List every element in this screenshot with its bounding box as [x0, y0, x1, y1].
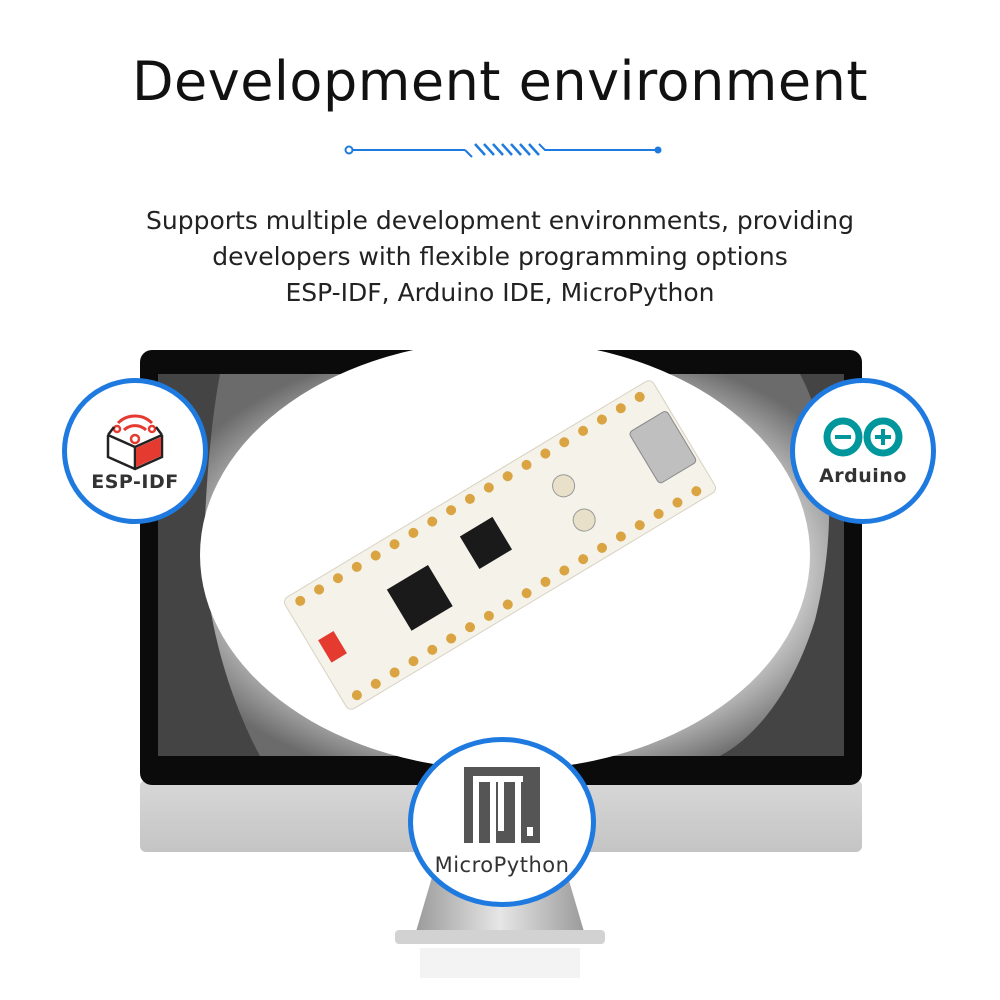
- badge-label: ESP-IDF: [91, 471, 179, 493]
- esp-idf-box-wifi-icon: [106, 414, 164, 471]
- badge-micropython: MicroPython: [408, 737, 596, 907]
- boot-button: [552, 474, 576, 498]
- subtitle-line: ESP-IDF, Arduino IDE, MicroPython: [285, 278, 715, 307]
- badge-label: Arduino: [819, 465, 907, 487]
- subtitle: Supports multiple development environmen…: [0, 203, 1000, 311]
- page-title: Development environment: [131, 50, 869, 113]
- arduino-infinity-icon: [823, 417, 903, 457]
- badge-label: MicroPython: [434, 853, 570, 877]
- badge-esp-idf: ESP-IDF: [62, 378, 208, 524]
- micropython-logo-icon: [464, 767, 540, 843]
- decorative-divider: [344, 143, 662, 158]
- flash-chip: [459, 516, 513, 570]
- esp32-dev-board: [283, 380, 717, 710]
- subtitle-line: Supports multiple development environmen…: [146, 206, 854, 235]
- main-chip: [386, 564, 453, 631]
- led: [318, 631, 347, 663]
- usb-c-port: [629, 411, 697, 484]
- subtitle-line: developers with flexible programming opt…: [212, 242, 788, 271]
- reset-button: [572, 508, 596, 532]
- badge-arduino: Arduino: [790, 378, 936, 524]
